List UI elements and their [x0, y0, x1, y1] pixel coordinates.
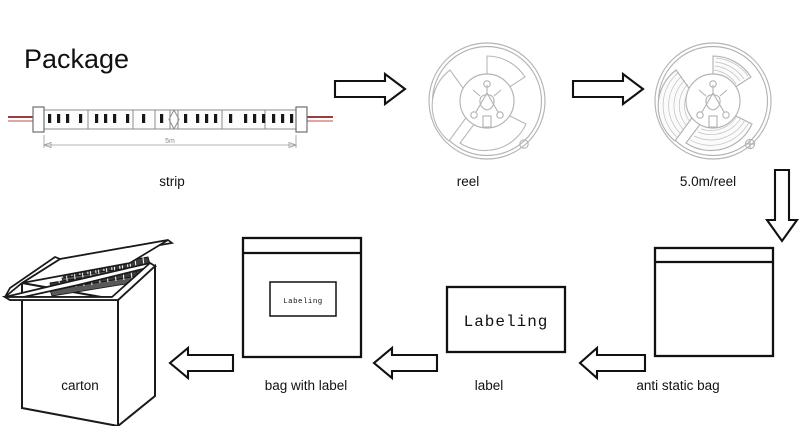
bag-with-label-graphic: Labeling [241, 236, 363, 359]
arrow-label-to-baglabel-icon [372, 345, 439, 381]
strip-dimension-label: 5m [165, 138, 175, 145]
caption-strip: strip [159, 174, 185, 189]
caption-label: label [475, 378, 504, 393]
anti-static-bag-graphic [653, 246, 775, 358]
arrow-reel-to-loaded-icon [571, 71, 645, 107]
caption-anti-static-bag: anti static bag [636, 378, 719, 393]
reel-loaded-graphic [654, 42, 772, 160]
caption-carton: carton [61, 378, 99, 393]
carton-graphic [1, 239, 175, 426]
page-title: Package [24, 44, 129, 74]
arrow-loaded-to-bag-icon [764, 168, 800, 243]
label-graphic: Labeling [445, 285, 567, 354]
arrow-baglabel-to-carton-icon [168, 345, 235, 381]
label-text: Labeling [464, 313, 549, 331]
bag-inner-label-text: Labeling [283, 298, 322, 306]
arrow-bag-to-label-icon [578, 345, 647, 381]
reel-graphic [428, 42, 546, 160]
strip-graphic: 5m [8, 106, 333, 149]
caption-bag-with-label: bag with label [265, 378, 348, 393]
arrow-strip-to-reel-icon [333, 71, 407, 107]
caption-reel: reel [457, 174, 480, 189]
caption-reel-loaded: 5.0m/reel [680, 174, 736, 189]
